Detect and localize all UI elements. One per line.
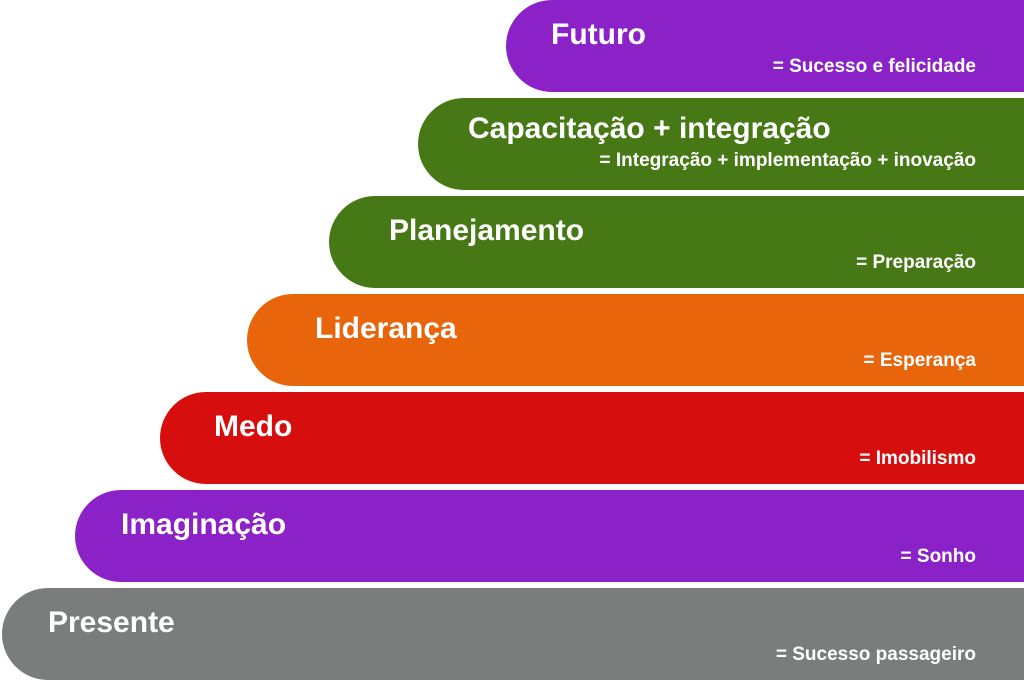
- step-title: Capacitação + integração: [468, 112, 831, 145]
- step-title: Liderança: [315, 312, 457, 345]
- step-title: Futuro: [551, 18, 646, 51]
- step-meaning: = Sonho: [900, 546, 976, 567]
- step-planejamento: Planejamento = Preparação: [329, 196, 1024, 288]
- step-title: Medo: [214, 410, 293, 443]
- step-capacitacao: Capacitação + integração = Integração + …: [418, 98, 1024, 190]
- step-meaning: = Esperança: [863, 350, 977, 371]
- step-meaning: = Imobilismo: [859, 448, 976, 469]
- step-meaning: = Sucesso e felicidade: [772, 56, 976, 77]
- step-meaning: = Sucesso passageiro: [775, 644, 976, 665]
- step-futuro: Futuro = Sucesso e felicidade: [506, 0, 1024, 92]
- step-title: Presente: [48, 606, 175, 639]
- step-title: Planejamento: [389, 214, 585, 247]
- step-presente: Presente = Sucesso passageiro: [2, 588, 1024, 680]
- step-meaning: = Preparação: [856, 252, 976, 273]
- step-title: Imaginação: [121, 508, 287, 541]
- step-medo: Medo = Imobilismo: [160, 392, 1024, 484]
- step-meaning: = Integração + implementação + inovação: [599, 150, 976, 171]
- step-imaginacao: Imaginação = Sonho: [75, 490, 1024, 582]
- step-lideranca: Liderança = Esperança: [247, 294, 1024, 386]
